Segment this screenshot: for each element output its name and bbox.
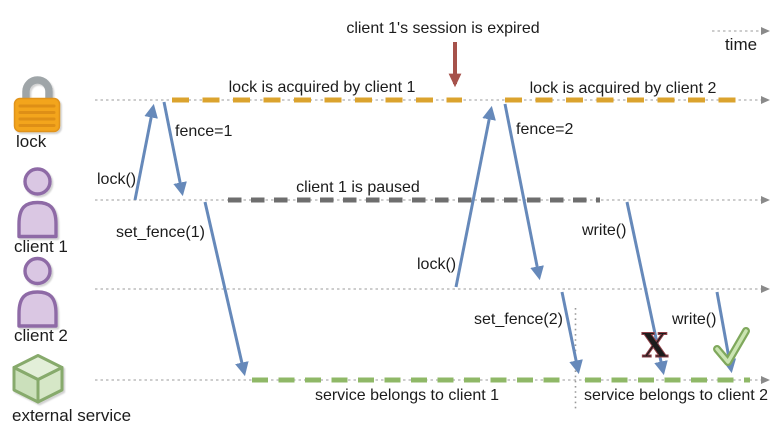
arrow-set-fence2 [560,291,583,375]
span-label-lock-client2: lock is acquired by client 2 [530,80,717,97]
actor-label-client1: client 1 [14,237,68,256]
message-label-write2: write() [671,311,716,328]
arrow-set-fence1 [203,201,249,377]
message-label-set-fence1: set_fence(1) [116,224,205,241]
padlock-icon [13,76,61,133]
actor-label-lock: lock [16,132,47,151]
span-label-service-client2: service belongs to client 2 [584,387,768,404]
arrow-fence2-return [503,103,544,281]
span-label-service-client1: service belongs to client 1 [315,387,499,404]
arrow-lock-call-client1 [133,103,158,201]
arrow-write-client1 [625,201,668,376]
actor-label-external-service: external service [12,406,131,425]
time-axis-label: time [725,35,757,54]
message-label-fence2: fence=2 [516,121,573,138]
write-rejected-x-icon: X [642,326,669,366]
message-label-set-fence2: set_fence(2) [474,311,563,328]
message-label-write1: write() [581,222,626,239]
message-label-fence1: fence=1 [175,123,232,140]
message-label-lock2: lock() [417,256,456,273]
span-label-lock-client1: lock is acquired by client 1 [229,79,416,96]
write-accepted-check-icon [713,327,750,366]
arrow-lock-call-client2 [454,105,496,288]
external-service-cube-icon [12,354,64,404]
message-label-lock1: lock() [97,171,136,188]
arrow-fence1-return [162,101,187,197]
actor-label-client2: client 2 [14,326,68,345]
client2-person-icon [17,256,58,328]
session-expired-label: client 1's session is expired [346,20,539,37]
client1-person-icon [17,167,58,239]
span-label-client1-paused: client 1 is paused [296,179,420,196]
